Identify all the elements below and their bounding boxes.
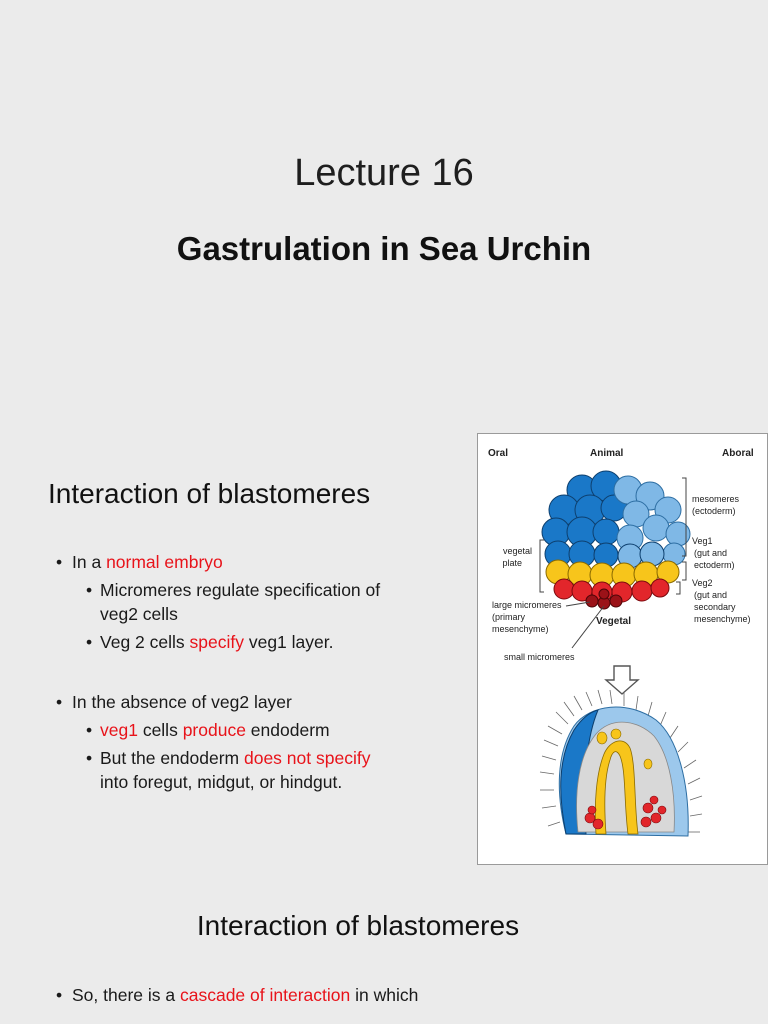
lecture-subtitle: Gastrulation in Sea Urchin (176, 230, 592, 267)
bullet-text: Micromeres regulate specification of (100, 580, 381, 600)
bullet-text: In the absence of veg2 layer (72, 692, 292, 712)
bullet-cascade: So, there is a cascade of interaction in… (56, 983, 418, 1007)
label-vegetal: Vegetal (596, 616, 631, 627)
label-large-micromeres: large micromeres (492, 600, 562, 610)
embryo-figure: Oral Animal Aboral (477, 433, 768, 865)
label-large-micromeres-3: mesenchyme) (492, 624, 549, 634)
label-vegetal-plate-2: plate (502, 558, 522, 568)
down-arrow-icon (604, 665, 640, 695)
bullet-text: into foregut, midgut, or hindgut. (100, 772, 343, 792)
label-veg2-4: mesenchyme) (694, 614, 751, 624)
highlight-text: cascade of interaction (179, 985, 351, 1005)
highlight-text: normal embryo (106, 552, 223, 572)
bullet-list: In a normal embryo Micromeres regulate s… (56, 550, 466, 798)
label-veg1-3: ectoderm) (694, 560, 735, 570)
bullet-text: In a (72, 552, 107, 572)
bullet-text: Veg 2 cells (100, 632, 190, 652)
bullet-text: But the endoderm (100, 748, 244, 768)
bracket-veg1 (682, 561, 687, 581)
sub-bullet: veg1 cells produce endoderm (56, 718, 466, 742)
label-mesomeres: mesomeres (692, 494, 740, 504)
label-vegetal-plate: vegetal (503, 546, 532, 556)
sub-bullet: Micromeres regulate specification of veg… (56, 578, 466, 626)
label-veg2-3: secondary (694, 602, 736, 612)
lecture-title: Lecture 16 (294, 152, 474, 194)
label-oral: Oral (488, 448, 508, 459)
section-heading: Interaction of blastomeres (48, 478, 371, 509)
bullet-absence-veg2: In the absence of veg2 layer (56, 690, 466, 714)
bracket-veg2 (676, 581, 681, 595)
bracket-mesomeres (682, 477, 687, 557)
gastrula-illustration (539, 689, 703, 837)
blastula-cluster (541, 470, 691, 610)
label-veg1: Veg1 (692, 536, 713, 546)
bullet-text: in which (350, 985, 419, 1005)
embryo-diagram: Oral Animal Aboral (488, 448, 754, 837)
bracket-vegetal-plate (539, 539, 544, 593)
section-heading-2: Interaction of blastomeres (196, 910, 520, 941)
sub-bullet: Veg 2 cells specify veg1 layer. (56, 630, 466, 654)
label-aboral: Aboral (722, 448, 754, 459)
bullet-text: So, there is a (72, 985, 180, 1005)
label-veg2-2: (gut and (694, 590, 727, 600)
highlight-text: veg1 (100, 720, 138, 740)
label-veg1-2: (gut and (694, 548, 727, 558)
bullet-text: veg1 layer. (243, 632, 334, 652)
label-veg2: Veg2 (692, 578, 713, 588)
highlight-text: produce (182, 720, 246, 740)
bullet-text: endoderm (245, 720, 330, 740)
bullet-text: veg2 cells (100, 604, 178, 624)
label-small-micromeres: small micromeres (504, 652, 575, 662)
bullet-text: cells (137, 720, 183, 740)
sub-bullet: But the endoderm does not specify into f… (56, 746, 466, 794)
label-large-micromeres-2: (primary (492, 612, 525, 622)
label-animal: Animal (590, 448, 624, 459)
highlight-text: does not specify (243, 748, 371, 768)
highlight-text: specify (189, 632, 244, 652)
label-mesomeres-2: (ectoderm) (692, 506, 736, 516)
bullet-normal-embryo: In a normal embryo (56, 550, 466, 574)
